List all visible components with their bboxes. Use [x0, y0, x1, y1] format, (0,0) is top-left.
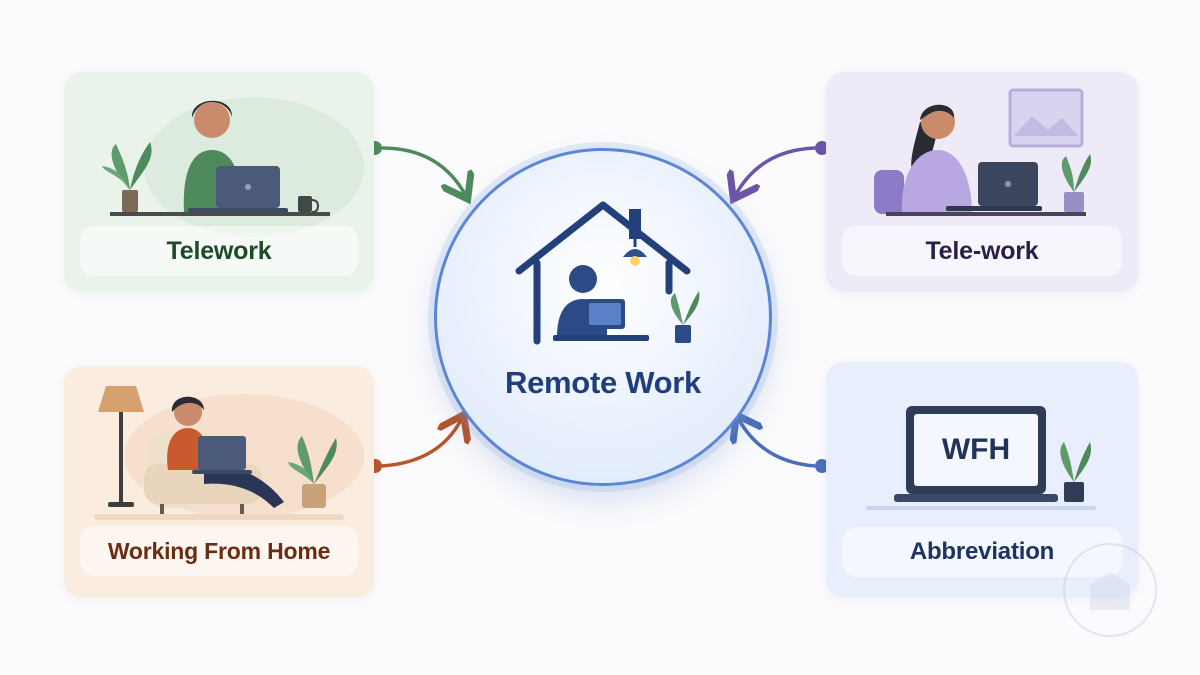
- watermark-logo: [1063, 543, 1157, 637]
- arrow-tele-work: [735, 141, 829, 196]
- telework-label: Telework: [80, 226, 358, 276]
- card-abbreviation: WFH Abbreviation: [826, 362, 1138, 598]
- card-working-from-home: Working From Home: [64, 366, 374, 598]
- person-laptop-illustration: [874, 88, 1092, 216]
- working-from-home-label: Working From Home: [80, 526, 358, 576]
- abbreviation-label: Abbreviation: [842, 527, 1122, 577]
- card-tele-work: Tele-work: [826, 72, 1138, 292]
- person-armchair-illustration: [94, 386, 364, 520]
- hub-title: Remote Work: [505, 365, 701, 400]
- laptop-wfh-illustration: [866, 406, 1096, 510]
- person-laptop-illustration: [102, 97, 364, 237]
- house-worker-icon: [515, 201, 700, 345]
- remote-work-hub: Remote Work: [434, 148, 772, 486]
- arrow-abbreviation: [738, 418, 829, 473]
- tele-work-label: Tele-work: [842, 226, 1122, 276]
- card-telework: Telework: [64, 72, 374, 292]
- laptop-screen-text: WFH: [941, 433, 1011, 466]
